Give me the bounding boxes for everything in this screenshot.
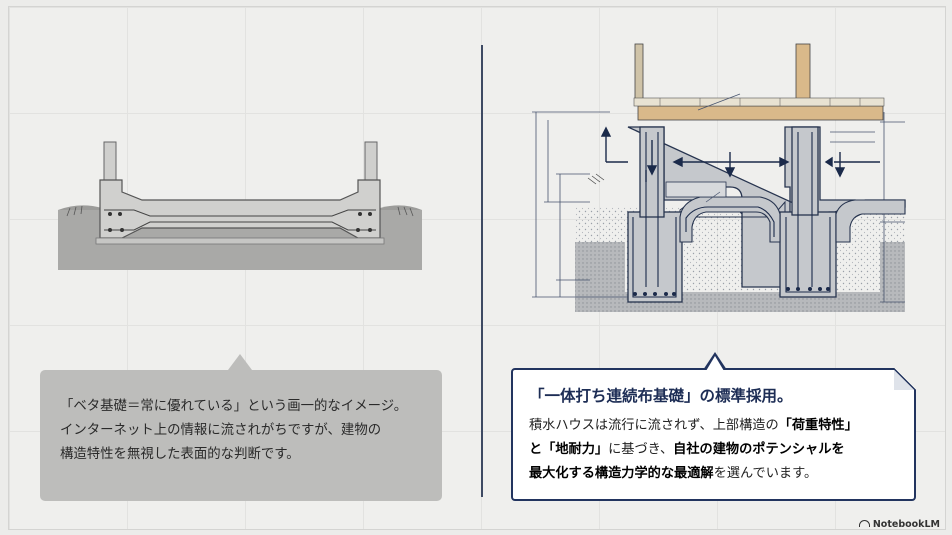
right-caption-body: 積水ハウスは流行に流されず、上部構造の「荷重特性」 と「地耐力」に基づき、自社の…	[529, 414, 904, 486]
continuous-strip-foundation-drawing	[532, 43, 906, 312]
body-text: に基づき、	[608, 442, 674, 457]
footing-right	[779, 211, 837, 298]
notebooklm-logo: NotebookLM	[858, 519, 940, 530]
highlight-bearing-capacity: と「地耐力」	[529, 442, 609, 457]
highlight-potential: 自社の建物のポテンシャルを	[673, 442, 845, 457]
left-caption-text: 「ベタ基礎＝常に優れている」という画一的なイメージ。 インターネット上の情報に流…	[60, 395, 428, 467]
body-text: を選んでいます。	[713, 466, 818, 481]
left-caption-line: インターネット上の情報に流されがちですが、建物の	[60, 423, 382, 438]
left-caption-line: 「ベタ基礎＝常に優れている」という画一的なイメージ。	[60, 399, 408, 414]
notebooklm-icon	[858, 520, 870, 527]
left-caption-line: 構造特性を無視した表面的な判断です。	[60, 447, 300, 462]
center-divider	[481, 45, 483, 497]
body-text: 積水ハウスは流行に流されず、上部構造の	[529, 418, 779, 433]
highlight-load-characteristics: 「荷重特性」	[778, 418, 858, 433]
right-caption-title: 「一体打ち連続布基礎」の標準採用。	[529, 387, 793, 405]
logo-text: NotebookLM	[872, 519, 940, 530]
footing-left	[627, 211, 683, 303]
left-caption-bubble: 「ベタ基礎＝常に優れている」という画一的なイメージ。 インターネット上の情報に流…	[40, 354, 442, 501]
right-caption-bubble: 「一体打ち連続布基礎」の標準採用。 積水ハウスは流行に流されず、上部構造の「荷重…	[511, 352, 916, 501]
highlight-optimal-solution: 最大化する構造力学的な最適解	[529, 466, 714, 481]
corner-fold	[894, 368, 916, 390]
mat-foundation-diagram	[58, 141, 422, 270]
floor-joist	[637, 105, 884, 121]
mat-slab	[99, 179, 381, 239]
